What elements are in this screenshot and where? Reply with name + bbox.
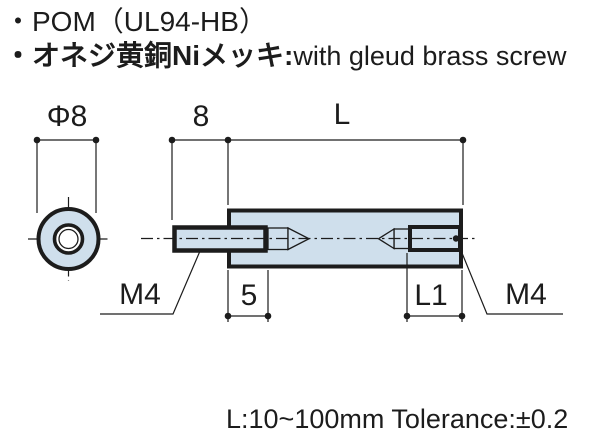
- end-view: [28, 197, 110, 281]
- side-view: [141, 208, 477, 269]
- top-dimensions: [168, 136, 467, 220]
- label-stud-thread: M4: [119, 278, 161, 311]
- diameter-dimension: [33, 136, 100, 213]
- label-stud-length: 8: [192, 100, 210, 133]
- label-tap-thread: M4: [505, 278, 547, 311]
- plating-spec-japanese: ・オネジ黄銅Niメッキ:: [4, 40, 294, 71]
- plating-spec-english: with gleud brass screw: [293, 41, 567, 71]
- label-outer-diameter: Φ8: [46, 100, 88, 133]
- tolerance-note: L:10~100mm Tolerance:±0.2: [226, 404, 569, 434]
- label-body-length: L: [333, 98, 351, 131]
- bottom-dimensions: [224, 253, 466, 322]
- leader-lines: [100, 250, 563, 315]
- label-tap-depth: L1: [414, 279, 448, 312]
- label-thread-engagement: 5: [240, 279, 258, 312]
- end-view-hole-circle: [58, 228, 79, 250]
- plating-spec: ・オネジ黄銅Niメッキ:with gleud brass screw: [4, 40, 566, 72]
- material-spec: ・POM（UL94-HB）: [4, 6, 267, 37]
- right-m4-leader: [461, 252, 563, 315]
- left-m4-leader: [100, 250, 201, 315]
